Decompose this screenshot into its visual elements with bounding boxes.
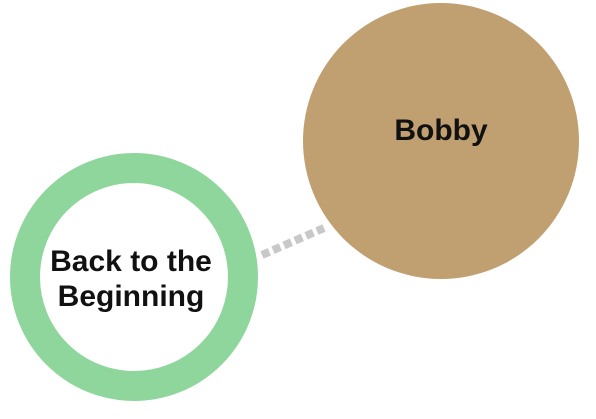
node-back-to-the-beginning[interactable]: Back to the Beginning <box>10 153 258 401</box>
node-back-to-the-beginning-label: Back to the Beginning <box>50 245 212 313</box>
dashed-connector <box>260 224 326 259</box>
node-bobby[interactable]: Bobby <box>303 3 579 279</box>
node-bobby-label: Bobby <box>394 114 488 147</box>
